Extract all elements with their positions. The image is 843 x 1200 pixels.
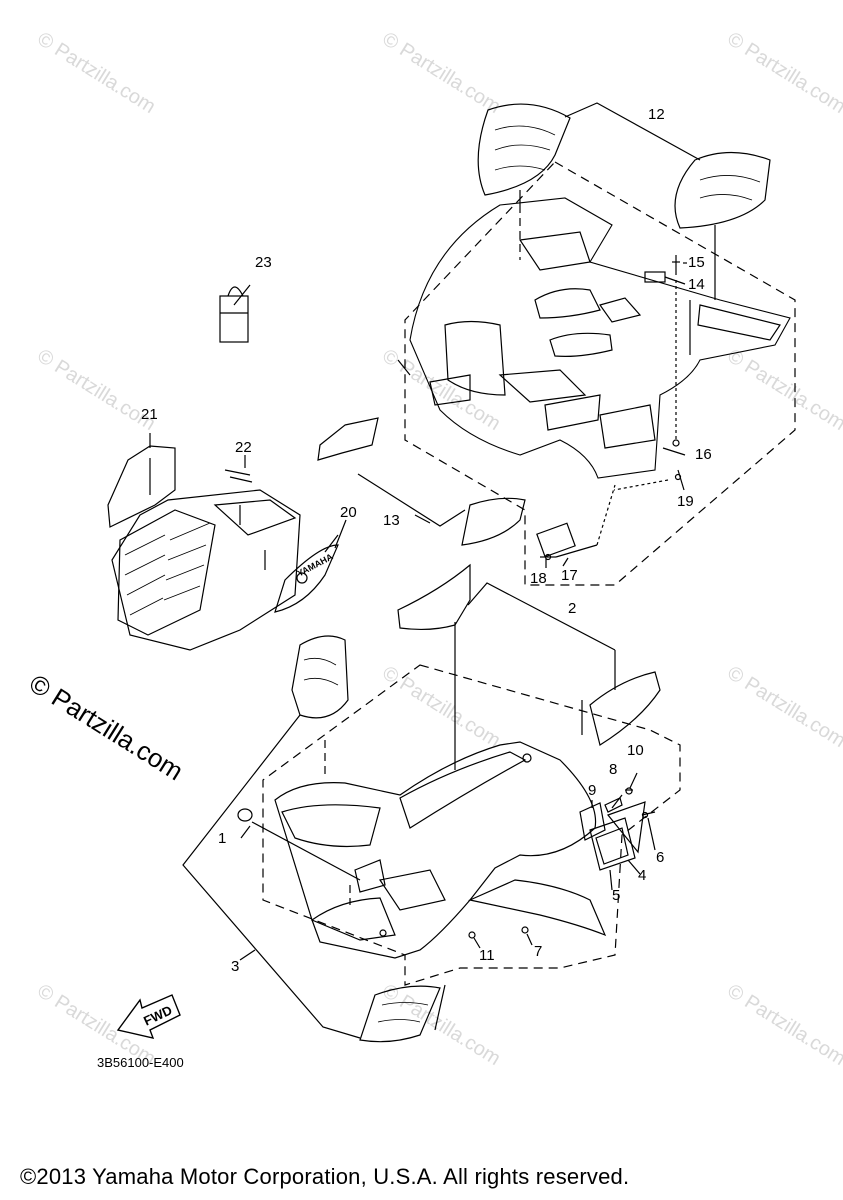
callout-23: 23 bbox=[255, 254, 272, 271]
callout-9: 9 bbox=[588, 782, 597, 799]
callout-3: 3 bbox=[231, 958, 240, 975]
callout-22: 22 bbox=[235, 439, 252, 456]
callout-5: 5 bbox=[612, 887, 621, 904]
callout-21: 21 bbox=[141, 406, 158, 423]
callout-7: 7 bbox=[534, 943, 543, 960]
warning-tag bbox=[219, 295, 249, 343]
callout-19: 19 bbox=[677, 493, 694, 510]
callout-20: 20 bbox=[340, 504, 357, 521]
callout-2: 2 bbox=[568, 600, 577, 617]
front-fender bbox=[274, 741, 597, 959]
callout-6: 6 bbox=[656, 849, 665, 866]
decal-13-right bbox=[461, 497, 526, 546]
callout-8: 8 bbox=[609, 761, 618, 778]
decal-13-left bbox=[317, 417, 379, 461]
decal-2-right bbox=[589, 671, 661, 746]
callout-15: 15 bbox=[688, 254, 705, 271]
callout-12: 12 bbox=[648, 106, 665, 123]
callout-18: 18 bbox=[530, 570, 547, 587]
rear-fender bbox=[409, 197, 791, 479]
decal-2-left bbox=[397, 563, 471, 631]
callout-11: 11 bbox=[479, 947, 495, 964]
fwd-arrow bbox=[116, 994, 181, 1039]
callout-14: 14 bbox=[688, 276, 705, 293]
copyright-footer: ©2013 Yamaha Motor Corporation, U.S.A. A… bbox=[20, 1164, 630, 1189]
decal-20 bbox=[274, 544, 339, 613]
front-fender-group-box bbox=[262, 664, 681, 986]
decal-12-right bbox=[674, 151, 771, 229]
headlight-cover bbox=[111, 489, 301, 651]
callout-17: 17 bbox=[561, 567, 578, 584]
rear-fender-group-box bbox=[404, 161, 796, 586]
diagram-code: 3B56100-E400 bbox=[97, 1055, 184, 1070]
callout-16: 16 bbox=[695, 446, 712, 463]
callout-4: 4 bbox=[638, 867, 647, 884]
callout-1: 1 bbox=[218, 830, 227, 847]
decal-3-top bbox=[291, 635, 349, 719]
decal-12-left bbox=[477, 103, 571, 196]
decal-3-bottom bbox=[359, 985, 441, 1043]
callout-10: 10 bbox=[627, 742, 644, 759]
callout-13: 13 bbox=[383, 512, 400, 529]
front-panel-21 bbox=[107, 445, 176, 528]
